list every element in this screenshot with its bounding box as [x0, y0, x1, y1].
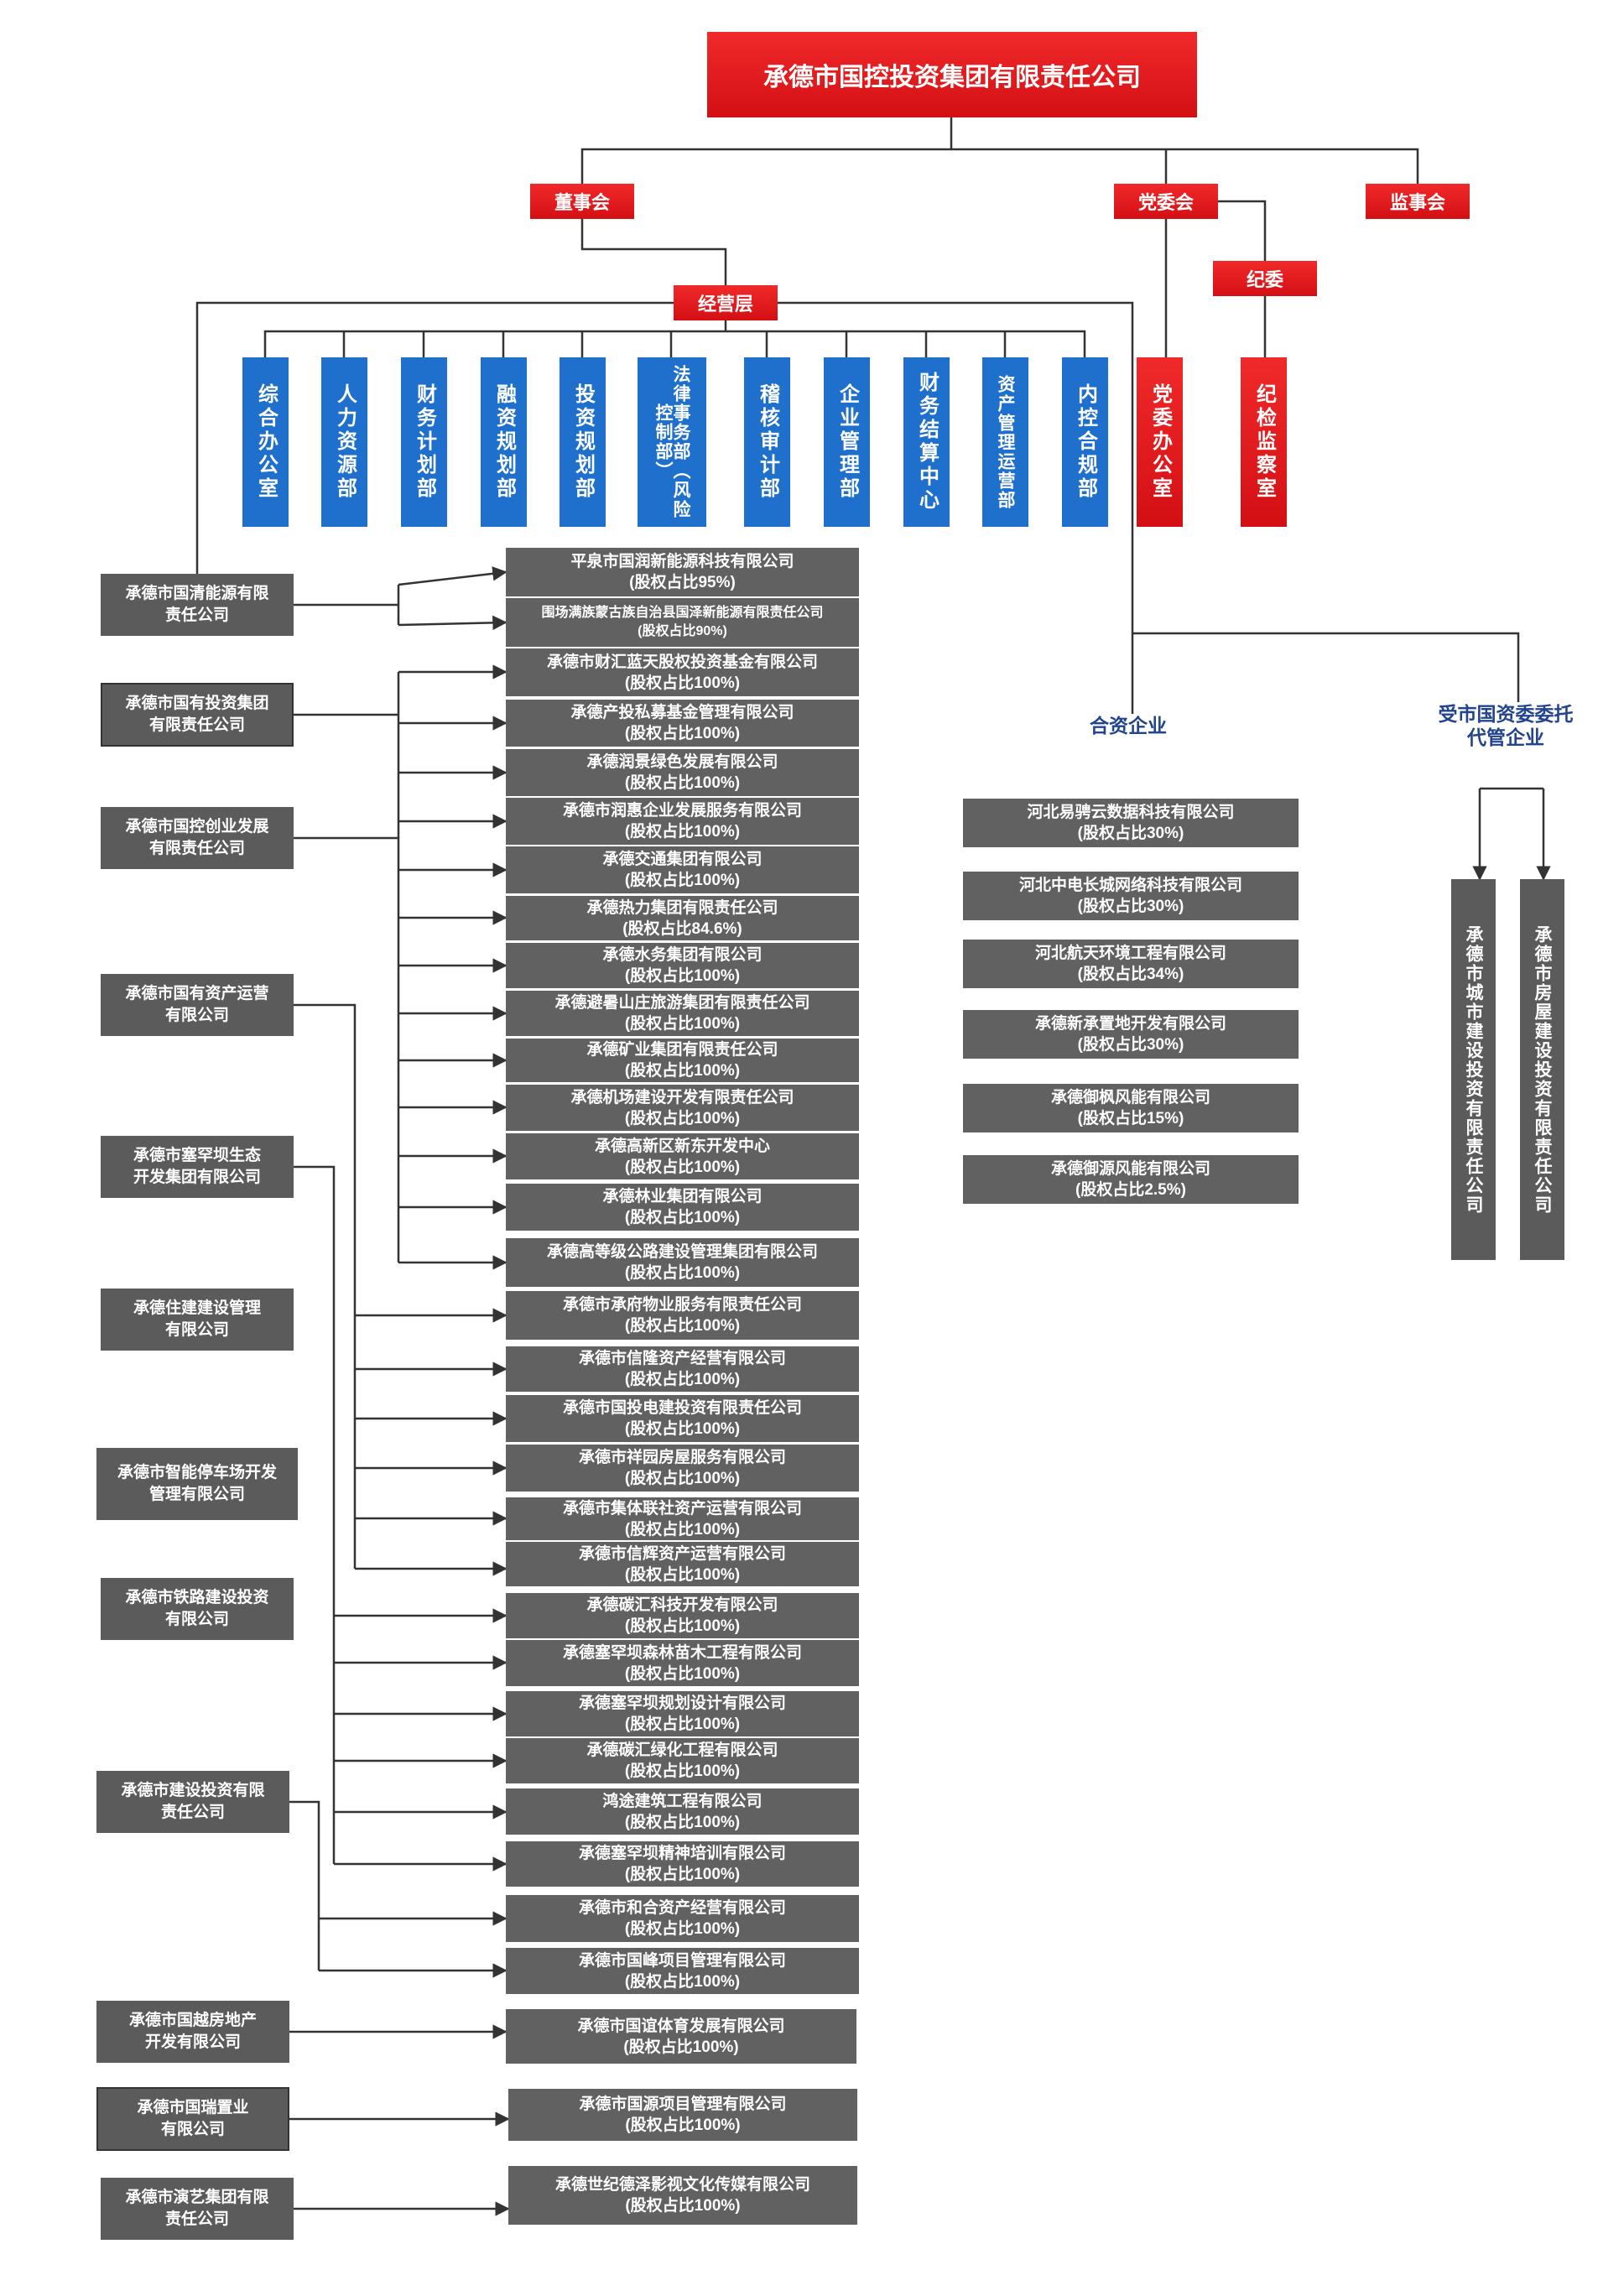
- management-box: 经营层: [674, 285, 778, 320]
- parent-qing-energy: 承德市国清能源有限 责任公司: [101, 574, 294, 636]
- dept-finance-planning: 财务计划部: [401, 357, 447, 527]
- connector: [580, 219, 727, 285]
- subsidiary-9: 承德避暑山庄旅游集团有限责任公司 (股权占比100%): [506, 991, 859, 1036]
- subsidiary-25: 鸿途建筑工程有限公司 (股权占比100%): [506, 1788, 859, 1835]
- parent-guorui-property: 承德市国瑞置业 有限公司: [96, 2087, 289, 2151]
- subsidiary-5: 承德市润惠企业发展服务有限公司 (股权占比100%): [506, 798, 859, 845]
- parent-performing-arts: 承德市演艺集团有限 责任公司: [101, 2178, 294, 2240]
- parent-railway-investment: 承德市铁路建设投资 有限公司: [101, 1578, 294, 1640]
- subsidiary-20: 承德市信辉资产运营有限公司 (股权占比100%): [506, 1542, 859, 1586]
- subsidiary-27: 承德市和合资产经营有限公司 (股权占比100%): [506, 1895, 859, 1942]
- joint-venture-0: 河北易骋云数据科技有限公司 (股权占比30%): [963, 799, 1299, 847]
- discipline-box: 纪委: [1213, 261, 1317, 296]
- connector: [1132, 632, 1520, 702]
- dept-enterprise-management: 企业管理部: [824, 357, 870, 527]
- parent-state-investment-group: 承德市国有投资集团 有限责任公司: [101, 683, 294, 747]
- dept-audit: 稽核审计部: [744, 357, 790, 527]
- subsidiary-6: 承德交通集团有限公司 (股权占比100%): [506, 846, 859, 893]
- subsidiary-11: 承德机场建设开发有限责任公司 (股权占比100%): [506, 1085, 859, 1131]
- dept-settlement-center: 财务结算中心: [903, 357, 950, 527]
- entrusted-housing-construction: 承德市房屋建设投资有限责任公司: [1520, 879, 1564, 1260]
- subsidiary-0: 平泉市国润新能源科技有限公司 (股权占比95%): [506, 548, 859, 596]
- parent-guoyue-real-estate: 承德市国越房地产 开发有限公司: [96, 2001, 289, 2063]
- connector: [294, 1003, 357, 1569]
- subsidiary-10: 承德矿业集团有限责任公司 (股权占比100%): [506, 1039, 859, 1082]
- discipline-inspection-office: 纪检监察室: [1241, 357, 1287, 527]
- parent-construction-investment: 承德市建设投资有限 责任公司: [96, 1771, 289, 1833]
- joint-venture-5: 承德御源风能有限公司 (股权占比2.5%): [963, 1155, 1299, 1204]
- parent-state-asset-operation: 承德市国有资产运营 有限公司: [101, 974, 294, 1036]
- group-company-title: 承德市国控投资集团有限责任公司: [707, 32, 1197, 117]
- supervisors-box: 监事会: [1366, 184, 1470, 219]
- joint-venture-3: 承德新承置地开发有限公司 (股权占比30%): [963, 1010, 1299, 1059]
- parent-smart-parking: 承德市智能停车场开发 管理有限公司: [96, 1448, 298, 1520]
- subsidiary-3: 承德产投私募基金管理有限公司 (股权占比100%): [506, 700, 859, 747]
- subsidiary-23: 承德塞罕坝规划设计有限公司 (股权占比100%): [506, 1691, 859, 1736]
- subsidiary-19: 承德市集体联社资产运营有限公司 (股权占比100%): [506, 1497, 859, 1540]
- subsidiary-12: 承德高新区新东开发中心 (股权占比100%): [506, 1133, 859, 1179]
- connector: [1218, 200, 1267, 261]
- connector: [294, 836, 400, 1263]
- connector: [195, 301, 674, 574]
- joint-venture-2: 河北航天环境工程有限公司 (股权占比34%): [963, 940, 1299, 988]
- dept-internal-control: 内控合规部: [1062, 357, 1108, 527]
- dept-investment-planning: 投资规划部: [560, 357, 606, 527]
- joint-venture-label: 合资企业: [1090, 715, 1167, 737]
- party-office: 党委办公室: [1137, 357, 1183, 527]
- board-box: 董事会: [530, 184, 634, 219]
- subsidiary-26: 承德塞罕坝精神培训有限公司 (股权占比100%): [506, 1841, 859, 1887]
- parent-zhujian-management: 承德住建建设管理 有限公司: [101, 1289, 294, 1351]
- dept-financing-planning: 融资规划部: [481, 357, 527, 527]
- entrusted-label: 受市国资委委托 代管企业: [1438, 703, 1574, 748]
- subsidiary-8: 承德水务集团有限公司 (股权占比100%): [506, 943, 859, 988]
- connector: [294, 1165, 336, 1864]
- subsidiary-28: 承德市国峰项目管理有限公司 (股权占比100%): [506, 1948, 859, 1994]
- dept-human-resources: 人力资源部: [321, 357, 367, 527]
- subsidiary-21: 承德碳汇科技开发有限公司 (股权占比100%): [506, 1593, 859, 1638]
- party-committee-box: 党委会: [1114, 184, 1218, 219]
- parent-venture-development: 承德市国控创业发展 有限责任公司: [101, 807, 294, 869]
- subsidiary-16: 承德市信隆资产经营有限公司 (股权占比100%): [506, 1346, 859, 1392]
- subsidiary-13: 承德林业集团有限公司 (股权占比100%): [506, 1184, 859, 1231]
- subsidiary-22: 承德塞罕坝森林苗木工程有限公司 (股权占比100%): [506, 1640, 859, 1686]
- entrusted-city-construction: 承德市城市建设投资有限责任公司: [1451, 879, 1496, 1260]
- subsidiary-18: 承德市祥园房屋服务有限公司 (股权占比100%): [506, 1445, 859, 1492]
- subsidiary-7: 承德热力集团有限责任公司 (股权占比84.6%): [506, 896, 859, 940]
- joint-venture-4: 承德御枫风能有限公司 (股权占比15%): [963, 1084, 1299, 1132]
- dept-asset-operations: 资产管理运营部: [982, 357, 1028, 527]
- dept-general-office: 综合办公室: [242, 357, 289, 527]
- subsidiary-29: 承德市国谊体育发展有限公司 (股权占比100%): [506, 2009, 856, 2064]
- parent-saihanba-ecology: 承德市塞罕坝生态 开发集团有限公司: [101, 1136, 294, 1198]
- subsidiary-30: 承德市国源项目管理有限公司 (股权占比100%): [508, 2089, 857, 2141]
- subsidiary-1: 围场满族蒙古族自治县国泽新能源有限责任公司 (股权占比90%): [506, 598, 859, 647]
- subsidiary-4: 承德润景绿色发展有限公司 (股权占比100%): [506, 749, 859, 796]
- connector: [778, 301, 1134, 633]
- subsidiary-24: 承德碳汇绿化工程有限公司 (股权占比100%): [506, 1738, 859, 1783]
- subsidiary-31: 承德世纪德泽影视文化传媒有限公司 (股权占比100%): [508, 2166, 857, 2225]
- subsidiary-14: 承德高等级公路建设管理集团有限公司 (股权占比100%): [506, 1238, 859, 1287]
- dept-legal-affairs: 法律事务部（风险控制部）: [638, 357, 706, 527]
- subsidiary-2: 承德市财汇蓝天股权投资基金有限公司 (股权占比100%): [506, 648, 859, 696]
- subsidiary-15: 承德市承府物业服务有限责任公司 (股权占比100%): [506, 1291, 859, 1340]
- connector: [398, 566, 508, 586]
- connector: [398, 615, 508, 631]
- joint-venture-1: 河北中电长城网络科技有限公司 (股权占比30%): [963, 872, 1299, 920]
- subsidiary-17: 承德市国投电建投资有限责任公司 (股权占比100%): [506, 1395, 859, 1442]
- connector: [580, 148, 1419, 184]
- connector: [289, 1800, 320, 1971]
- connector: [263, 330, 1086, 357]
